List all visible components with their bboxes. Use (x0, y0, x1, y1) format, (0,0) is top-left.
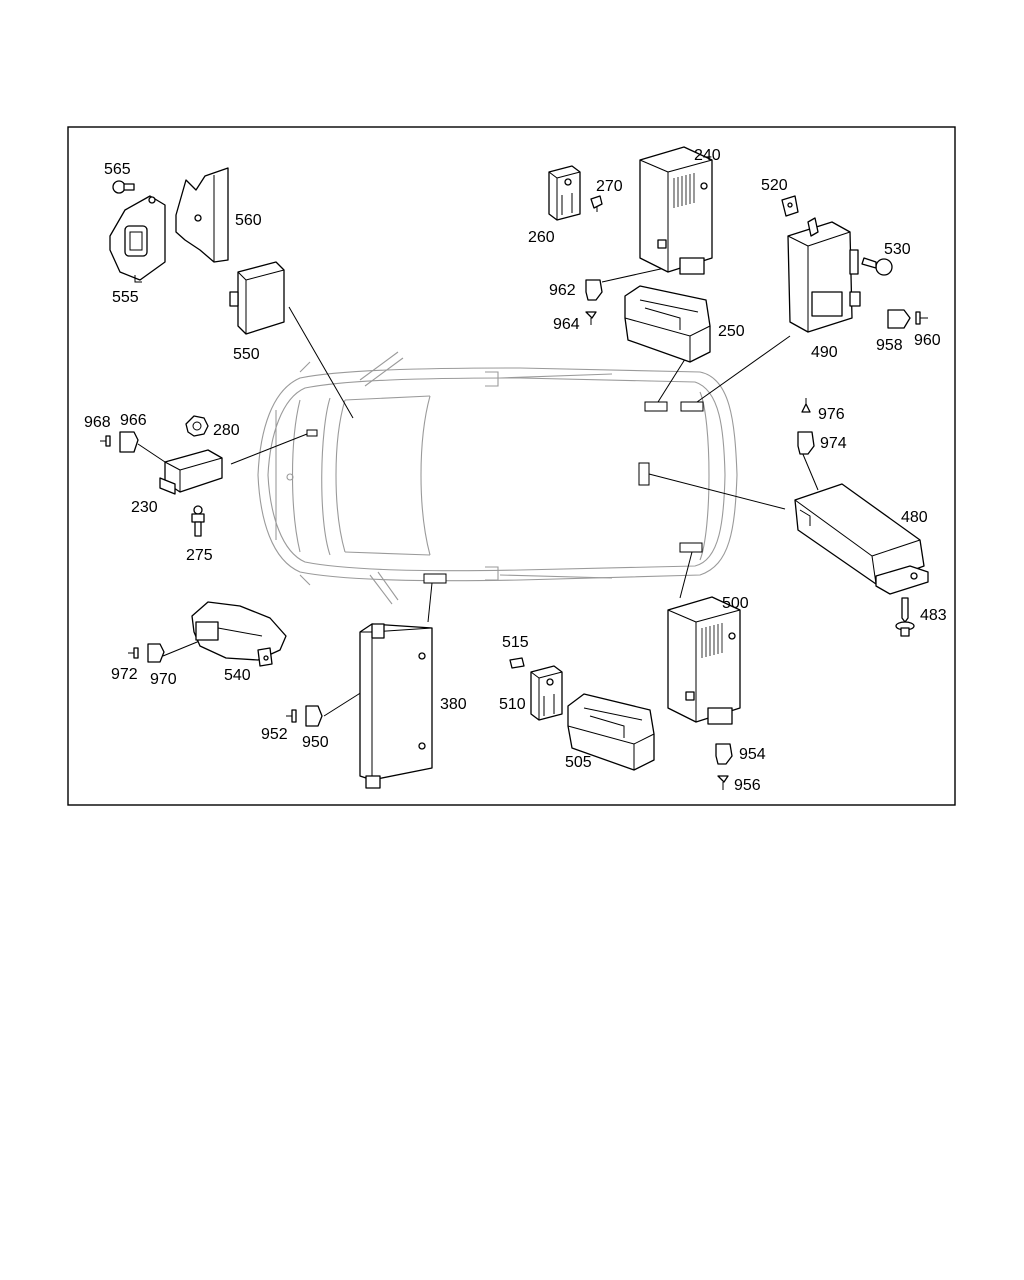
bolt-275-icon (191, 505, 205, 537)
callout-950: 950 (302, 734, 329, 751)
callout-483: 483 (920, 607, 947, 624)
connector-954-icon (715, 743, 733, 765)
callout-960: 960 (914, 332, 941, 349)
relay-230-icon (159, 449, 223, 495)
callout-270: 270 (596, 178, 623, 195)
callout-275: 275 (186, 547, 213, 564)
callout-958: 958 (876, 337, 903, 354)
screw-565-icon (112, 180, 135, 194)
terminal-956-icon (717, 775, 729, 790)
callout-964: 964 (553, 316, 580, 333)
module-550-icon (229, 261, 285, 335)
pin-515-icon (509, 657, 525, 669)
vehicle-outline (257, 351, 738, 605)
callout-952: 952 (261, 726, 288, 743)
callout-505: 505 (565, 754, 592, 771)
callout-974: 974 (820, 435, 847, 452)
callout-520: 520 (761, 177, 788, 194)
holder-505-icon (567, 693, 655, 771)
location-markers (306, 401, 704, 584)
callout-968: 968 (84, 414, 111, 431)
callout-labels: 565 560 555 550 260 270 240 962 964 250 … (84, 147, 947, 794)
bracket-560-icon (175, 167, 229, 263)
leader-lines (137, 267, 819, 717)
module-380-icon (359, 623, 433, 789)
pin-270-icon (590, 195, 603, 212)
diagram-frame (67, 126, 956, 806)
callout-250: 250 (718, 323, 745, 340)
connector-962-icon (585, 279, 603, 301)
holder-250-icon (624, 285, 711, 363)
callout-480: 480 (901, 509, 928, 526)
callout-260: 260 (528, 229, 555, 246)
module-480-icon (794, 483, 929, 595)
terminal-968-icon (100, 435, 111, 447)
clip-260-icon (548, 165, 581, 221)
screw-483-icon (895, 597, 915, 637)
callout-555: 555 (112, 289, 139, 306)
callout-956: 956 (734, 777, 761, 794)
callout-515: 515 (502, 634, 529, 651)
callout-976: 976 (818, 406, 845, 423)
module-540-icon (191, 601, 287, 667)
callout-550: 550 (233, 346, 260, 363)
terminal-960-icon (915, 311, 928, 325)
callout-954: 954 (739, 746, 766, 763)
callout-962: 962 (549, 282, 576, 299)
connector-966-icon (119, 431, 139, 453)
callout-530: 530 (884, 241, 911, 258)
callout-500: 500 (722, 595, 749, 612)
callout-966: 966 (120, 412, 147, 429)
callout-490: 490 (811, 344, 838, 361)
callout-230: 230 (131, 499, 158, 516)
connector-974-icon (797, 431, 815, 455)
clip-520-icon (781, 195, 799, 217)
callout-540: 540 (224, 667, 251, 684)
terminal-952-icon (286, 709, 297, 723)
callout-380: 380 (440, 696, 467, 713)
callout-972: 972 (111, 666, 138, 683)
control-unit-240-icon (639, 146, 713, 275)
nut-280-icon (185, 415, 209, 437)
bracket-555-icon (109, 195, 166, 283)
control-unit-500-icon (667, 596, 741, 725)
clip-510-icon (530, 665, 563, 721)
connector-958-icon (887, 309, 911, 329)
connector-970-icon (147, 643, 165, 663)
callout-565: 565 (104, 161, 131, 178)
terminal-964-icon (585, 311, 597, 325)
module-490-icon (787, 217, 861, 333)
callout-970: 970 (150, 671, 177, 688)
callout-560: 560 (235, 212, 262, 229)
screw-530-icon (861, 257, 893, 276)
terminal-972-icon (128, 647, 139, 659)
terminal-976-icon (801, 398, 811, 413)
callout-510: 510 (499, 696, 526, 713)
callout-240: 240 (694, 147, 721, 164)
connector-950-icon (305, 705, 323, 727)
callout-280: 280 (213, 422, 240, 439)
